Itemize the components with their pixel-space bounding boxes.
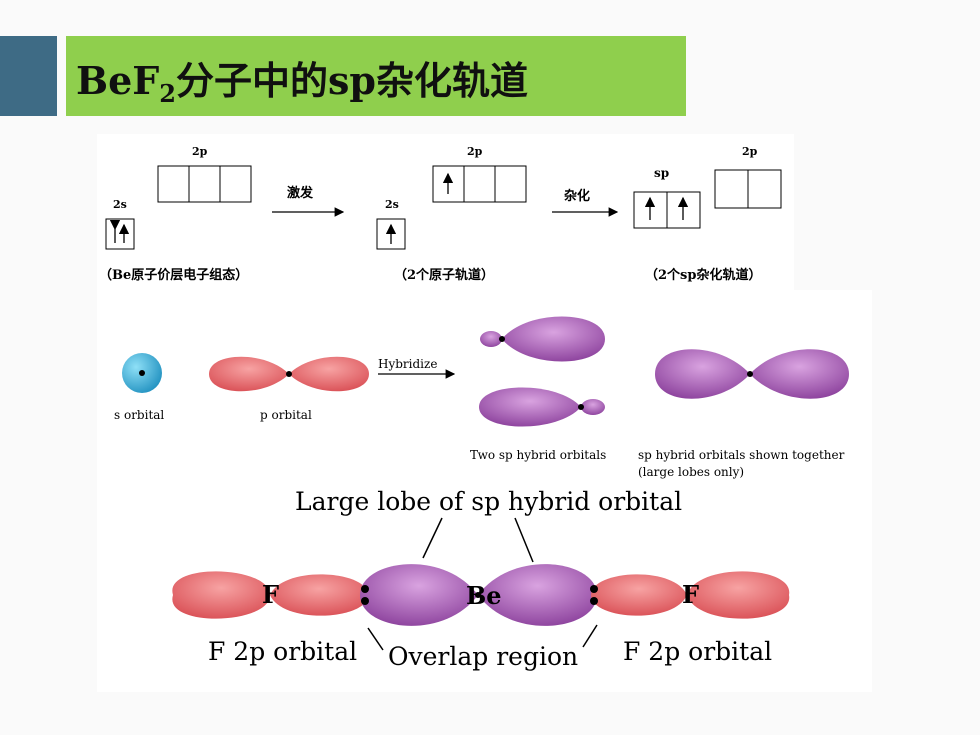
caption-hybrid-orbitals: （2个sp杂化轨道） bbox=[645, 267, 761, 283]
f-right-atom-label: F bbox=[682, 580, 699, 609]
title-bar bbox=[66, 36, 686, 116]
bef2-bonding-panel: Large lobe of sp hybrid orbital F Be F F… bbox=[97, 487, 872, 692]
hyb-2p-boxes bbox=[714, 169, 782, 209]
orbital-hybridization-panel: s orbital p orbital Hybridize Two sp hyb… bbox=[97, 290, 872, 490]
f-2p-orbital-left bbox=[172, 571, 368, 619]
electron-config-diagram: 2s 2p 激发 2s 2p 杂化 sp 2p （Be原子价层电子组态） （2个… bbox=[99, 145, 782, 283]
orbital-hybridization-diagram: s orbital p orbital Hybridize Two sp hyb… bbox=[114, 316, 849, 479]
sp-label: sp bbox=[654, 166, 669, 180]
bef2-bonding-diagram: Large lobe of sp hybrid orbital F Be F F… bbox=[172, 487, 790, 671]
be-sp-hybrid-orbital bbox=[360, 564, 597, 626]
sp-hybrid-orbital-lower bbox=[479, 387, 605, 427]
sp-boxes bbox=[633, 191, 701, 229]
large-lobe-label: Large lobe of sp hybrid orbital bbox=[295, 490, 682, 516]
excite-label: 激发 bbox=[287, 185, 314, 201]
be-2p-boxes bbox=[157, 165, 252, 203]
nucleus-dot-icon bbox=[590, 597, 598, 605]
be-2s-box bbox=[105, 218, 135, 250]
hybridize-cn-label: 杂化 bbox=[564, 188, 590, 204]
be-2s-label: 2s bbox=[113, 198, 127, 211]
hyb-2p-label: 2p bbox=[742, 145, 758, 158]
f2p-right-label: F 2p orbital bbox=[623, 637, 772, 666]
exc-2s-label: 2s bbox=[385, 198, 399, 211]
p-orbital-dumbbell bbox=[209, 356, 369, 392]
overlap-region-label: Overlap region bbox=[388, 642, 578, 671]
sp-together-label: sp hybrid orbitals shown together bbox=[638, 448, 845, 462]
pointer-line-left bbox=[422, 517, 443, 559]
large-lobes-only-label: (large lobes only) bbox=[638, 465, 744, 479]
overlap-pointer-right bbox=[582, 624, 598, 648]
nucleus-dot-icon bbox=[139, 370, 145, 376]
nucleus-dot-icon bbox=[361, 585, 369, 593]
electron-config-panel: 2s 2p 激发 2s 2p 杂化 sp 2p （Be原子价层电子组态） （2个… bbox=[97, 134, 794, 290]
f2p-left-label: F 2p orbital bbox=[208, 637, 357, 666]
slide-title: BeF2分子中的sp杂化轨道 bbox=[76, 58, 528, 108]
be-nucleus-dot-icon bbox=[475, 592, 481, 598]
f-2p-orbital-right bbox=[591, 571, 790, 619]
hybridize-en-label: Hybridize bbox=[378, 357, 437, 371]
f-left-atom-label: F bbox=[262, 580, 279, 609]
sp-hybrid-combined bbox=[655, 349, 849, 399]
s-orbital-label: s orbital bbox=[114, 408, 164, 422]
accent-block bbox=[0, 36, 57, 116]
sp-hybrid-orbital-upper bbox=[480, 316, 605, 362]
be-atom-label: Be bbox=[466, 581, 502, 610]
nucleus-dot-icon bbox=[590, 585, 598, 593]
two-sp-label: Two sp hybrid orbitals bbox=[470, 448, 606, 462]
exc-2p-boxes bbox=[432, 165, 527, 203]
caption-ground-state: （Be原子价层电子组态） bbox=[99, 267, 248, 283]
pointer-line-right bbox=[514, 517, 534, 563]
caption-atomic-orbitals: （2个原子轨道） bbox=[394, 267, 494, 283]
exc-2s-box bbox=[376, 218, 406, 250]
overlap-pointer-left bbox=[367, 627, 384, 651]
exc-2p-label: 2p bbox=[467, 145, 483, 158]
be-2p-label: 2p bbox=[192, 145, 208, 158]
p-orbital-label: p orbital bbox=[260, 408, 312, 422]
nucleus-dot-icon bbox=[361, 597, 369, 605]
